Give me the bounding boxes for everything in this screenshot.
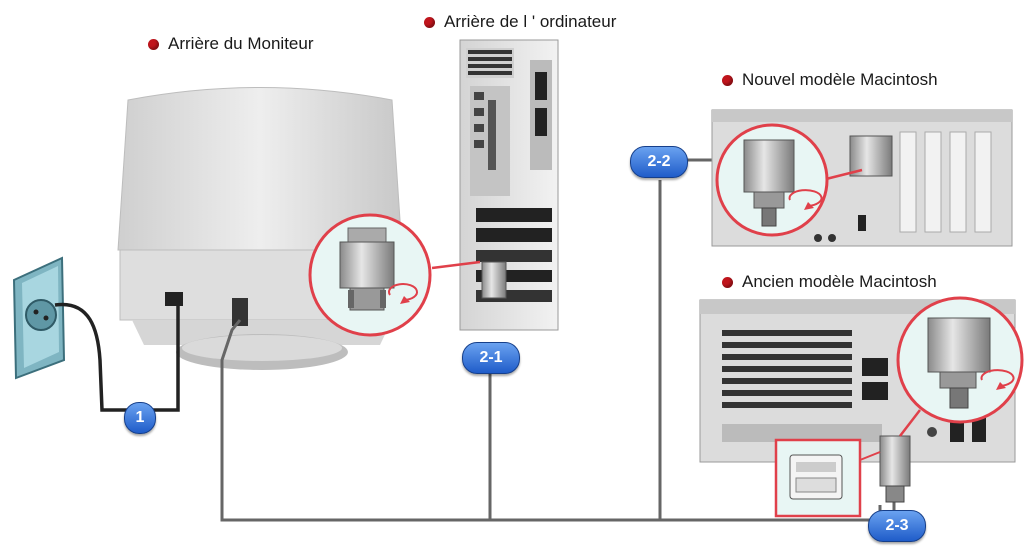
bullet-icon	[722, 276, 733, 288]
label-computer-back-text: Arrière de l ' ordinateur	[444, 12, 617, 31]
newmac-connector-magnifier	[715, 123, 863, 237]
bullet-icon	[424, 16, 435, 28]
pc-tower-back	[459, 39, 559, 331]
pc-connector-magnifier	[308, 213, 481, 337]
adapter-inset	[774, 438, 881, 518]
bullet-icon	[148, 38, 159, 50]
wall-outlet	[12, 256, 66, 380]
label-computer-back: Arrière de l ' ordinateur	[424, 12, 616, 32]
monitor-back	[117, 87, 403, 370]
label-monitor-back: Arrière du Moniteur	[148, 34, 314, 54]
label-monitor-back-text: Arrière du Moniteur	[168, 34, 314, 53]
label-old-mac: Ancien modèle Macintosh	[722, 272, 937, 292]
badge-old-mac: 2-3	[868, 510, 926, 542]
label-new-mac-text: Nouvel modèle Macintosh	[742, 70, 938, 89]
label-old-mac-text: Ancien modèle Macintosh	[742, 272, 937, 291]
power-cable	[54, 300, 180, 412]
oldmac-connector-magnifier	[896, 296, 1024, 437]
badge-power: 1	[124, 402, 156, 434]
label-new-mac: Nouvel modèle Macintosh	[722, 70, 938, 90]
badge-new-mac: 2-2	[630, 146, 688, 178]
badge-pc: 2-1	[462, 342, 520, 374]
bullet-icon	[722, 74, 733, 86]
